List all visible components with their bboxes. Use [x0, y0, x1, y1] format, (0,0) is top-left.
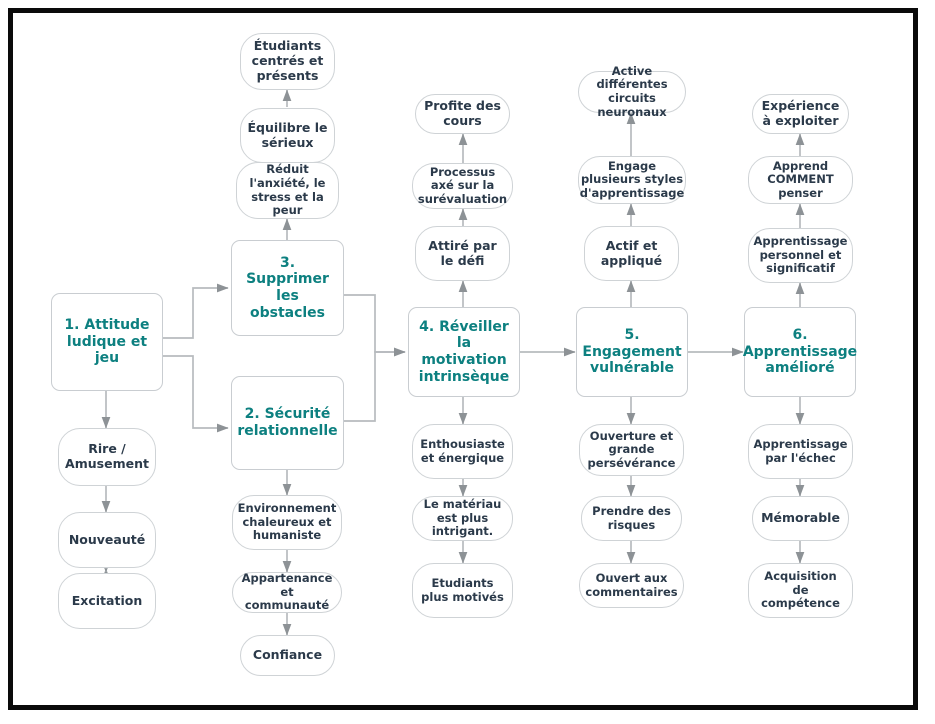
main-node-4[interactable]: 4. Réveiller la motivation intrinsèque — [408, 307, 520, 397]
branch-node-ouverture-perseverance[interactable]: Ouverture et grande persévérance — [579, 424, 684, 476]
branch-node-reduit-anxiete[interactable]: Réduit l'anxiété, le stress et la peur — [236, 162, 339, 219]
branch-node-apprentissage-personnel[interactable]: Apprentissage personnel et significatif — [748, 228, 853, 283]
main-node-6[interactable]: 6. Apprentissage amélioré — [743, 307, 857, 397]
branch-node-confiance[interactable]: Confiance — [240, 635, 335, 676]
branch-node-etudiants-plus-motives[interactable]: Etudiants plus motivés — [412, 563, 513, 618]
main-node-2[interactable]: 2. Sécurité relationnelle — [231, 376, 344, 470]
branch-node-environnement-chaleureux[interactable]: Environnement chaleureux et humaniste — [232, 495, 342, 550]
branch-node-attire-par-le-defi[interactable]: Attiré par le défi — [415, 226, 510, 281]
branch-node-excitation[interactable]: Excitation — [58, 573, 156, 629]
branch-node-engage-styles[interactable]: Engage plusieurs styles d'apprentissage — [578, 156, 686, 204]
branch-node-appartenance-communaute[interactable]: Appartenance et communauté — [232, 571, 342, 613]
branch-node-apprentissage-par-echec[interactable]: Apprentissage par l'échec — [748, 424, 853, 479]
branch-node-nouveaute[interactable]: Nouveauté — [58, 512, 156, 568]
branch-node-experience-a-exploiter[interactable]: Expérience à exploiter — [752, 94, 849, 134]
branch-node-enthousiaste-energique[interactable]: Enthousiaste et énergique — [412, 424, 513, 479]
branch-node-prendre-des-risques[interactable]: Prendre des risques — [581, 496, 682, 541]
branch-node-processus-axe[interactable]: Processus axé sur la surévaluation — [412, 163, 513, 209]
branch-node-actif-applique[interactable]: Actif et appliqué — [584, 226, 679, 281]
main-node-5[interactable]: 5. Engagement vulnérable — [576, 307, 688, 397]
branch-node-materiau-intrigant[interactable]: Le matériau est plus intrigant. — [412, 496, 513, 541]
branch-node-equilibre-serieux[interactable]: Équilibre le sérieux — [240, 108, 335, 163]
branch-node-acquisition-competence[interactable]: Acquisition de compétence — [748, 563, 853, 618]
branch-node-ouvert-aux-commentaires[interactable]: Ouvert aux commentaires — [579, 563, 684, 608]
main-node-1[interactable]: 1. Attitude ludique et jeu — [51, 293, 163, 391]
branch-node-memorable[interactable]: Mémorable — [752, 496, 849, 541]
branch-node-etudiants-centres[interactable]: Étudiants centrés et présents — [240, 33, 335, 90]
branch-node-profite-des-cours[interactable]: Profite des cours — [415, 94, 510, 134]
branch-node-rire-amusement[interactable]: Rire / Amusement — [58, 428, 156, 486]
branch-node-active-circuits[interactable]: Active différentes circuits neuronaux — [578, 64, 686, 118]
branch-node-apprend-comment-penser[interactable]: Apprend COMMENT penser — [748, 156, 853, 204]
main-node-3[interactable]: 3. Supprimer les obstacles — [231, 240, 344, 336]
